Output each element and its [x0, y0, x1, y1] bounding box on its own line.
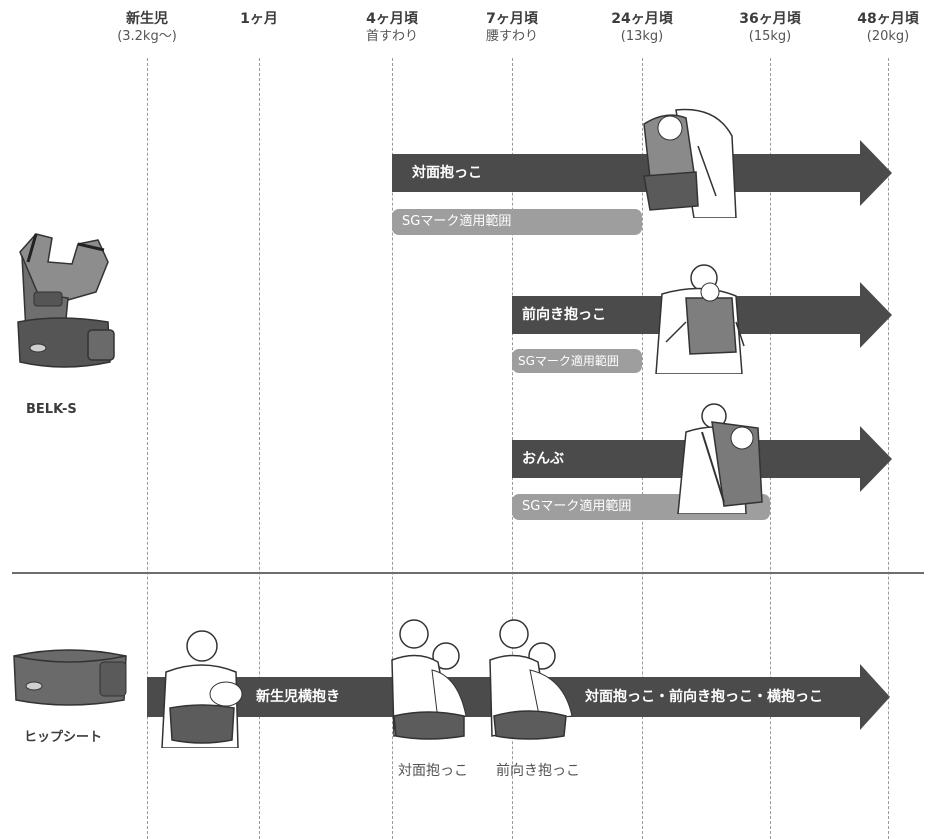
column-header-48months: 48ヶ月頃 (20kg) — [828, 10, 928, 46]
column-header-7months: 7ヶ月頃 腰すわり — [452, 10, 572, 46]
belk-s-carrier-icon — [17, 233, 115, 368]
arrow-label-newborn-cradle: 新生児横抱き — [256, 689, 340, 705]
sg-range-forward-facing: SGマーク適用範囲 — [512, 349, 642, 373]
column-subtitle: 首すわり — [365, 29, 418, 44]
column-title: 36ヶ月頃 — [739, 11, 801, 27]
column-subtitle: 腰すわり — [485, 29, 538, 44]
column-subtitle: (3.2kg〜) — [117, 29, 177, 44]
column-header-newborn: 新生児 (3.2kg〜) — [87, 10, 207, 46]
column-header-4months: 4ヶ月頃 首すわり — [332, 10, 452, 46]
parent-face-to-face-illustration — [643, 108, 737, 218]
column-subtitle: (15kg) — [748, 29, 792, 44]
sg-range-face-to-face: SGマーク適用範囲 — [392, 209, 642, 235]
arrow-label-back-carry: おんぶ — [522, 451, 564, 467]
column-header-24months: 24ヶ月頃 (13kg) — [582, 10, 702, 46]
column-title: 48ヶ月頃 — [857, 11, 919, 27]
parent-hip-face-illustration — [391, 619, 467, 740]
column-title: 24ヶ月頃 — [611, 11, 673, 27]
column-title: 新生児 — [126, 11, 168, 27]
column-header-1month: 1ヶ月 — [199, 10, 319, 28]
caption-hip-forward: 前向き抱っこ — [496, 763, 580, 779]
column-title: 7ヶ月頃 — [486, 11, 538, 27]
timeline-guide — [147, 58, 148, 839]
column-title: 1ヶ月 — [240, 11, 278, 27]
column-subtitle: (13kg) — [620, 29, 664, 44]
arrow-label-face-to-face: 対面抱っこ — [412, 165, 482, 181]
parent-newborn-cradle-illustration — [161, 630, 243, 748]
product-name-belk-s: BELK-S — [26, 402, 77, 417]
timeline-guide — [259, 58, 260, 839]
column-header-36months: 36ヶ月頃 (15kg) — [710, 10, 830, 46]
arrow-face-to-face — [392, 154, 860, 192]
arrow-head — [860, 426, 892, 492]
parent-back-carry-illustration — [677, 403, 763, 514]
product-name-hip-seat: ヒップシート — [24, 730, 103, 745]
arrow-head — [860, 664, 890, 730]
caption-hip-face: 対面抱っこ — [398, 763, 468, 779]
parent-hip-forward-illustration — [489, 619, 573, 740]
column-subtitle: (20kg) — [866, 29, 910, 44]
arrow-head — [860, 140, 892, 206]
hip-seat-icon — [13, 649, 127, 706]
parent-forward-facing-illustration — [655, 264, 745, 374]
column-title: 4ヶ月頃 — [366, 11, 418, 27]
timeline-guide — [392, 58, 393, 839]
section-divider — [12, 572, 924, 574]
arrow-label-forward-facing: 前向き抱っこ — [522, 307, 606, 323]
arrow-label-hip-seat-modes: 対面抱っこ・前向き抱っこ・横抱っこ — [585, 689, 823, 705]
arrow-head — [860, 282, 892, 348]
